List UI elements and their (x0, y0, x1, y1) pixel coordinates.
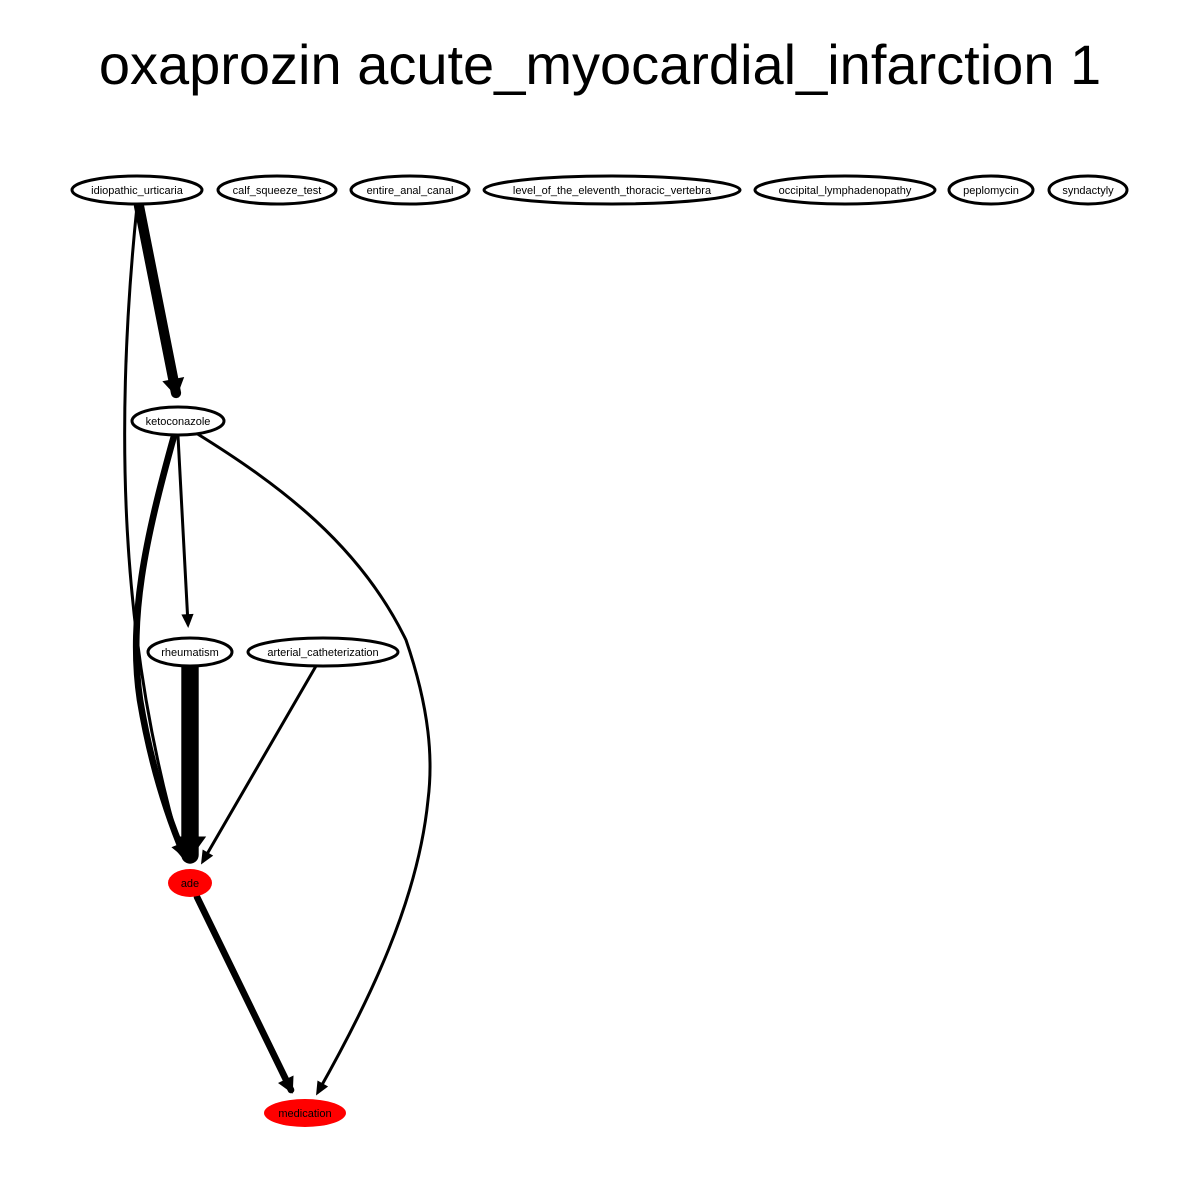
node-label-ketoconazole: ketoconazole (146, 416, 211, 428)
node-shape-ketoconazole (130, 405, 226, 437)
node-label-medication: medication (278, 1108, 331, 1120)
node-arterial_catheterization: arterial_catheterization (246, 636, 400, 668)
node-label-occipital_lymphadenopathy: occipital_lymphadenopathy (779, 185, 912, 197)
edge-ketoconazole-to-ade (132, 432, 188, 859)
node-calf_squeeze_test: calf_squeeze_test (216, 174, 338, 206)
node-shape-peplomycin (947, 174, 1035, 206)
node-idiopathic_urticaria: idiopathic_urticaria (70, 174, 204, 206)
node-medication: medication (264, 1099, 346, 1127)
edge-ketoconazole-to-rheumatism (176, 434, 190, 626)
node-shape-occipital_lymphadenopathy (753, 174, 937, 206)
node-level_of_the_eleventh_thoracic_vertebra: level_of_the_eleventh_thoracic_vertebra (482, 174, 742, 206)
node-shape-idiopathic_urticaria (70, 174, 204, 206)
node-shape-syndactyly (1047, 174, 1129, 206)
arrowhead-arterial_catheterization-to-ade (200, 849, 214, 865)
node-peplomycin: peplomycin (947, 174, 1035, 206)
node-shape-level_of_the_eleventh_thoracic_vertebra (482, 174, 742, 206)
node-label-entire_anal_canal: entire_anal_canal (367, 185, 454, 197)
node-rheumatism: rheumatism (146, 636, 234, 668)
node-label-calf_squeeze_test: calf_squeeze_test (233, 185, 322, 197)
arrowhead-idiopathic_urticaria-to-ketoconazole (162, 376, 185, 397)
edge-idiopathic_urticaria-to-ade (123, 204, 184, 857)
node-ketoconazole: ketoconazole (130, 405, 226, 437)
node-shape-entire_anal_canal (349, 174, 471, 206)
edge-layer (123, 200, 432, 1096)
graph-title: oxaprozin acute_myocardial_infarction 1 (98, 33, 1102, 96)
node-shape-calf_squeeze_test (216, 174, 338, 206)
arrowhead-ketoconazole-to-medication (316, 1080, 329, 1096)
node-label-level_of_the_eleventh_thoracic_vertebra: level_of_the_eleventh_thoracic_vertebra (513, 185, 712, 197)
node-layer: idiopathic_urticaria calf_squeeze_test ent… (70, 174, 1129, 1127)
node-shape-ade (168, 869, 212, 897)
edge-idiopathic_urticaria-to-ketoconazole (133, 200, 182, 399)
arrowhead-ade-to-medication (278, 1075, 294, 1094)
node-ade: ade (168, 869, 212, 897)
edge-ketoconazole-to-medication (194, 431, 432, 1094)
edge-arterial_catheterization-to-ade (201, 664, 318, 863)
node-label-arterial_catheterization: arterial_catheterization (267, 647, 378, 659)
node-entire_anal_canal: entire_anal_canal (349, 174, 471, 206)
node-shape-medication (264, 1099, 346, 1127)
node-syndactyly: syndactyly (1047, 174, 1129, 206)
node-label-rheumatism: rheumatism (161, 647, 218, 659)
node-label-syndactyly: syndactyly (1062, 185, 1114, 197)
arrowhead-rheumatism-to-ade (173, 836, 207, 859)
node-shape-arterial_catheterization (246, 636, 400, 668)
node-occipital_lymphadenopathy: occipital_lymphadenopathy (753, 174, 937, 206)
node-label-peplomycin: peplomycin (963, 185, 1019, 197)
arrowhead-ketoconazole-to-rheumatism (181, 613, 194, 628)
node-shape-rheumatism (146, 636, 234, 668)
node-label-idiopathic_urticaria: idiopathic_urticaria (91, 185, 184, 197)
node-label-ade: ade (181, 878, 199, 890)
edge-ade-to-medication (193, 893, 295, 1094)
